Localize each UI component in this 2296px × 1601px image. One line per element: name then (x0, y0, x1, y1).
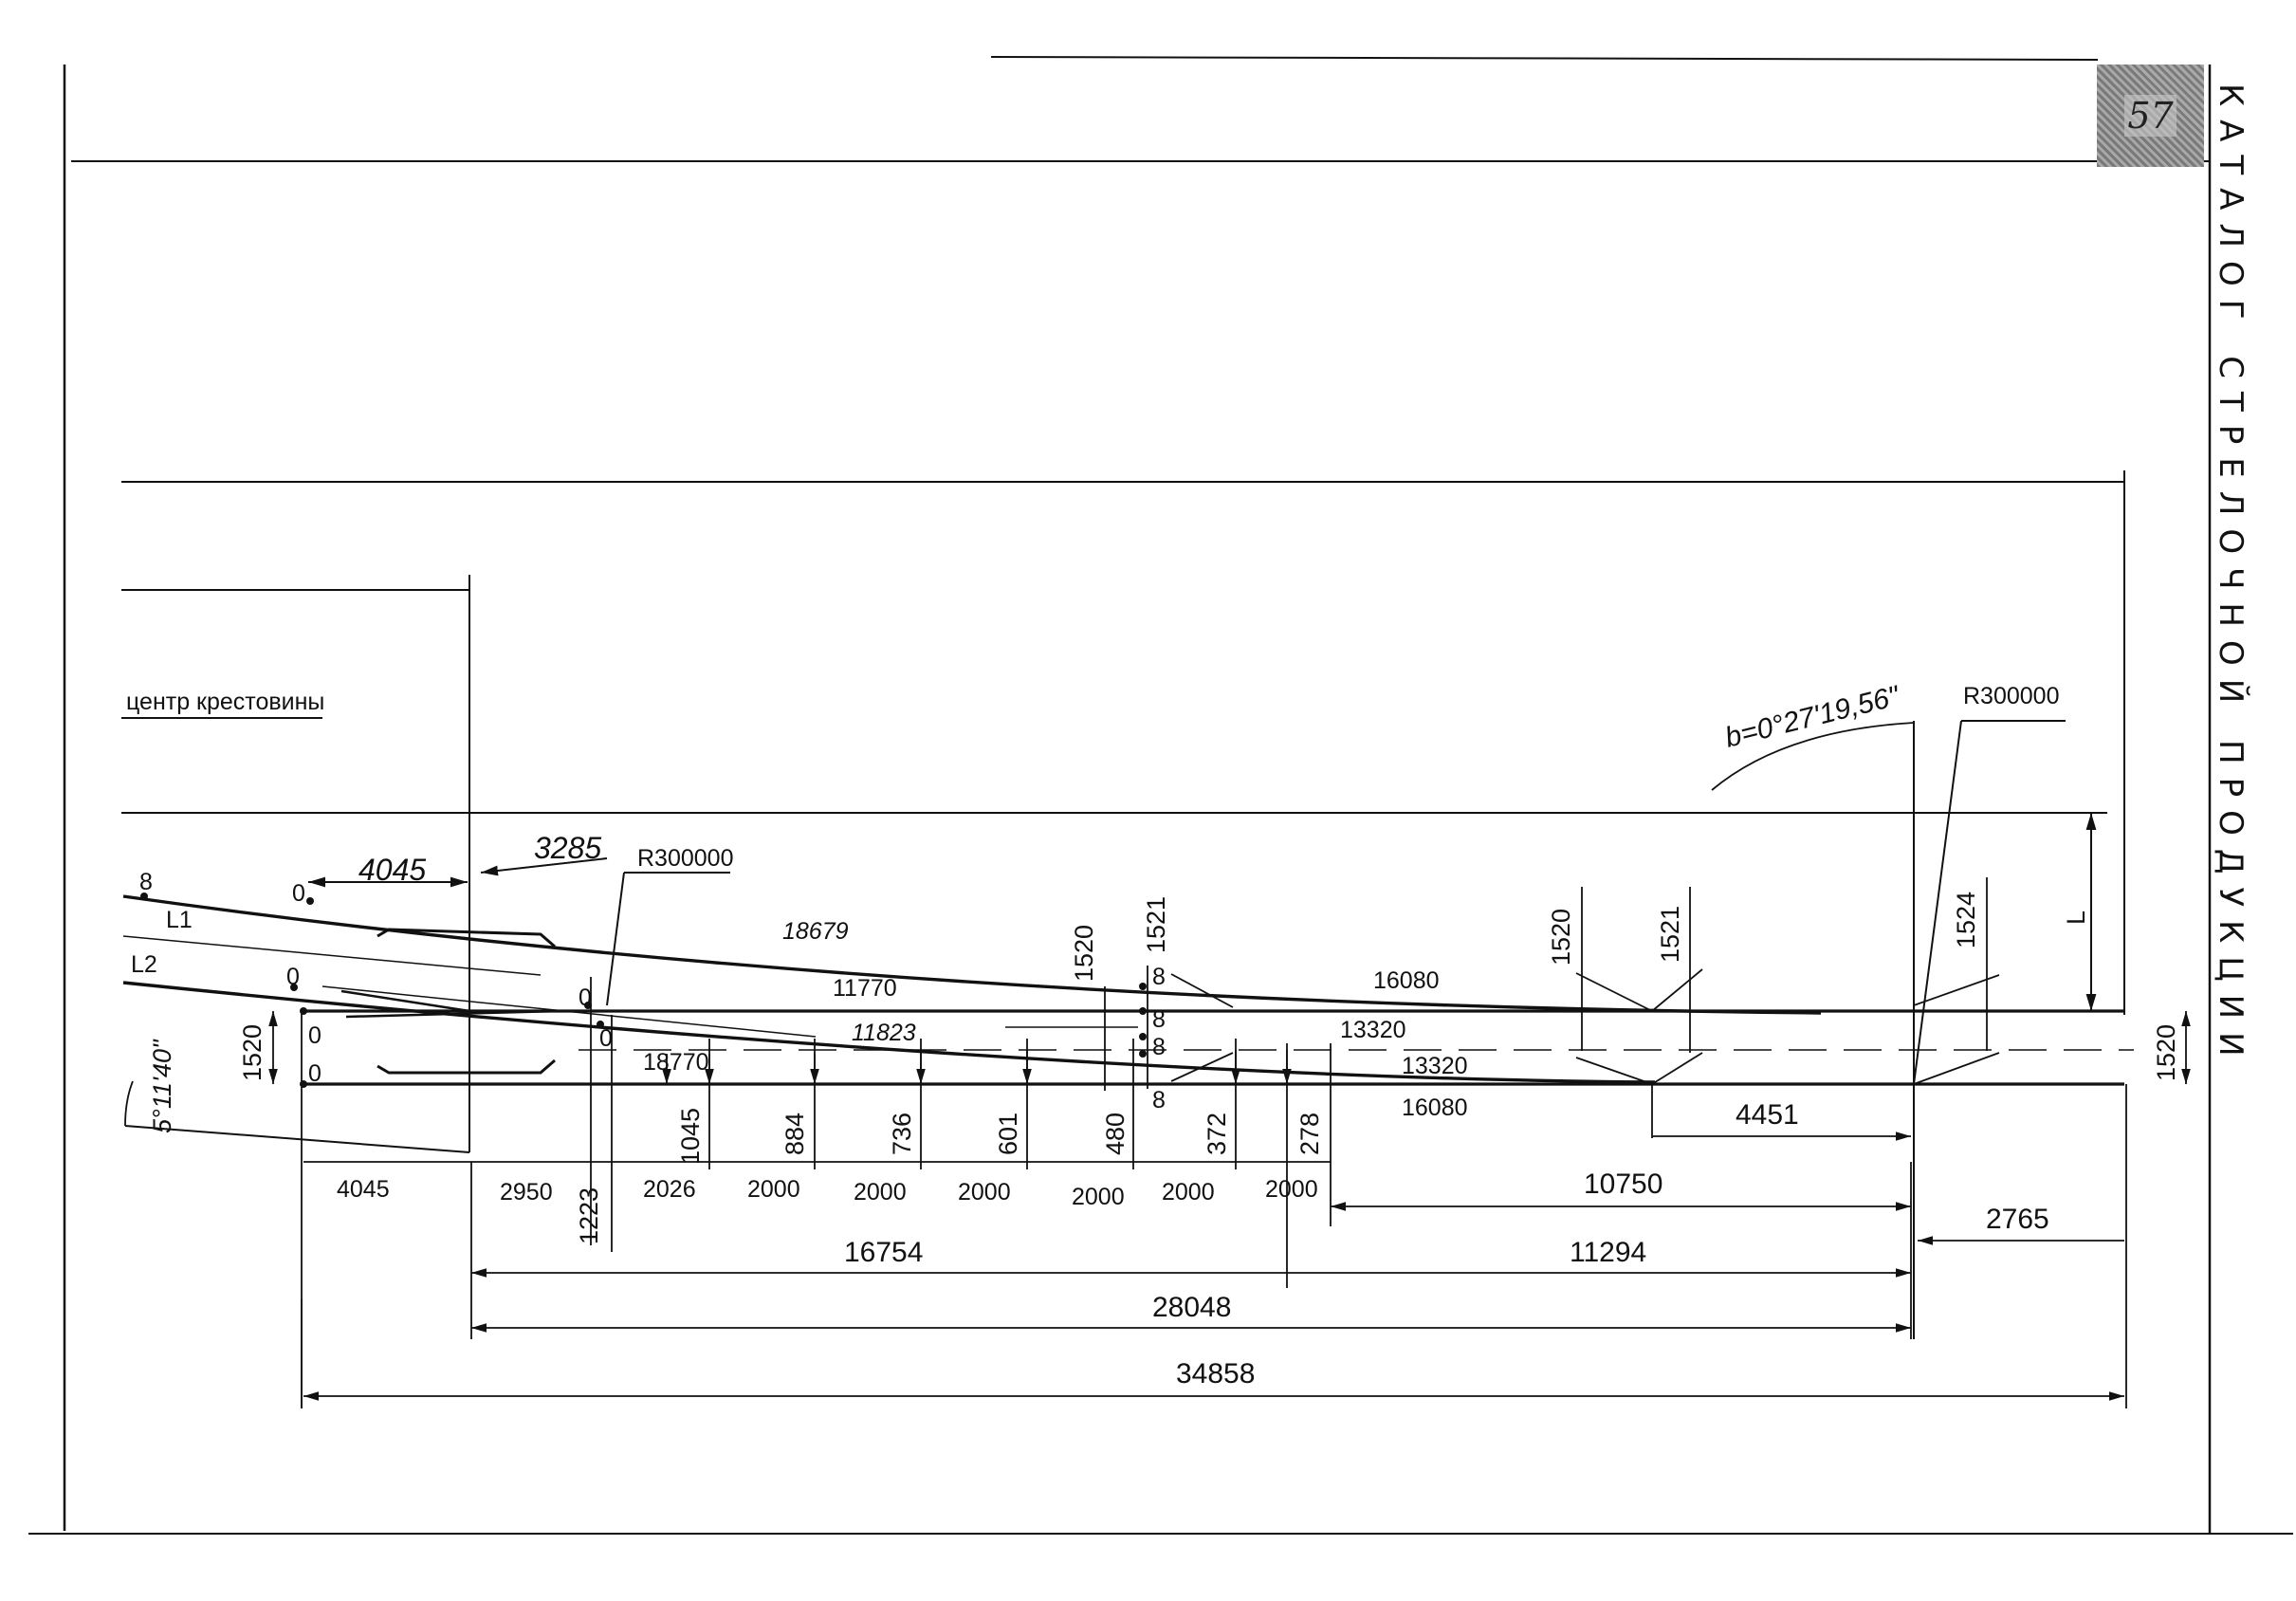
ord-480: 480 (1101, 1113, 1130, 1155)
page-number-stamp: 57 (2097, 64, 2204, 167)
catalog-side-title: КАТАЛОГ СТРЕЛОЧНОЙ ПРОДУКЦИИ (2212, 83, 2250, 1070)
dim-2026: 2026 (643, 1176, 696, 1203)
track-l2-label: L2 (131, 951, 157, 978)
sheet-frame (28, 56, 2293, 1535)
ord-601: 601 (994, 1113, 1022, 1155)
ord-278: 278 (1295, 1113, 1324, 1155)
ordinate-0-rail1: 0 (308, 1022, 321, 1049)
dim-10750: 10750 (1584, 1169, 1662, 1200)
dim-1524: 1524 (1952, 892, 1980, 948)
ord-1223: 1223 (575, 1187, 603, 1244)
dim-16080-bot: 16080 (1402, 1095, 1468, 1121)
ordinate-8-a: 8 (1152, 964, 1166, 990)
radius-left-label: R300000 (637, 845, 733, 872)
track-l-label: L (2062, 911, 2090, 925)
dim-11770: 11770 (833, 975, 897, 1002)
ordinate-0-mid2: 0 (599, 1025, 613, 1052)
ordinate-8-top: 8 (139, 869, 153, 895)
ordinate-0-l1: 0 (292, 880, 305, 907)
dim-1520-far: 1520 (2152, 1024, 2180, 1081)
dim-2000-1: 2000 (747, 1176, 800, 1203)
bottom-dims (301, 1132, 2124, 1408)
ord-1045: 1045 (676, 1108, 705, 1165)
track-geometry (122, 894, 2134, 1086)
dim-2000-2: 2000 (854, 1179, 907, 1205)
dim-4045-bottom: 4045 (337, 1176, 390, 1203)
ordinate-8-c: 8 (1152, 1034, 1166, 1060)
gauge-dims (268, 877, 2191, 1138)
dim-2765: 2765 (1986, 1204, 2049, 1235)
dim-2000-6: 2000 (1265, 1176, 1318, 1203)
dim-13320-top: 13320 (1340, 1017, 1406, 1043)
top-leaders (121, 470, 2125, 1339)
track-l1-label: L1 (166, 907, 193, 933)
dim-11823: 11823 (852, 1020, 916, 1046)
dim-1521-right: 1521 (1656, 906, 1684, 963)
ordinate-8-b: 8 (1152, 1006, 1166, 1033)
ordinate-0-mid1: 0 (579, 985, 592, 1011)
dim-34858: 34858 (1176, 1358, 1255, 1389)
dim-18679: 18679 (782, 918, 849, 945)
dim-4045-top: 4045 (358, 853, 426, 887)
ordinates (301, 977, 2127, 1408)
dim-2000-4: 2000 (1072, 1184, 1125, 1210)
dim-2000-5: 2000 (1162, 1179, 1215, 1205)
dim-16754: 16754 (844, 1237, 923, 1268)
dim-1520-mid: 1520 (1070, 925, 1098, 982)
dim-1521-mid: 1521 (1142, 896, 1170, 953)
dim-2000-3: 2000 (958, 1179, 1011, 1205)
dim-2950: 2950 (500, 1179, 553, 1205)
dim-4451: 4451 (1736, 1099, 1799, 1131)
dim-1520-left: 1520 (238, 1024, 266, 1081)
frog-center-label: центр крестовины (126, 689, 324, 715)
dim-28048: 28048 (1152, 1292, 1231, 1323)
dim-11294: 11294 (1570, 1237, 1646, 1268)
dim-1520-right: 1520 (1547, 909, 1575, 966)
dim-3285: 3285 (534, 831, 601, 865)
ord-884: 884 (781, 1113, 809, 1155)
ordinate-dots (140, 893, 1147, 1088)
dim-18770: 18770 (643, 1049, 709, 1076)
angle-left-label: 5°11'40" (148, 1039, 176, 1133)
diverging-rail-l1 (122, 894, 1822, 1015)
radius-right-label: R300000 (1963, 683, 2059, 709)
ordinate-0-l2: 0 (286, 964, 300, 990)
ord-372: 372 (1203, 1113, 1231, 1155)
labels: центр крестовины 5°11'40" b=0°27'19,56" … (126, 680, 2180, 1389)
ordinate-8-d: 8 (1152, 1087, 1166, 1113)
dim-16080-top: 16080 (1373, 967, 1440, 994)
dim-13320-bot: 13320 (1402, 1053, 1468, 1079)
angle-b-label: b=0°27'19,56" (1722, 680, 1903, 754)
ordinate-0-rail2: 0 (308, 1060, 321, 1087)
page-number: 57 (2124, 95, 2177, 137)
diverging-rail-l2 (122, 981, 1656, 1084)
ord-736: 736 (888, 1113, 916, 1155)
